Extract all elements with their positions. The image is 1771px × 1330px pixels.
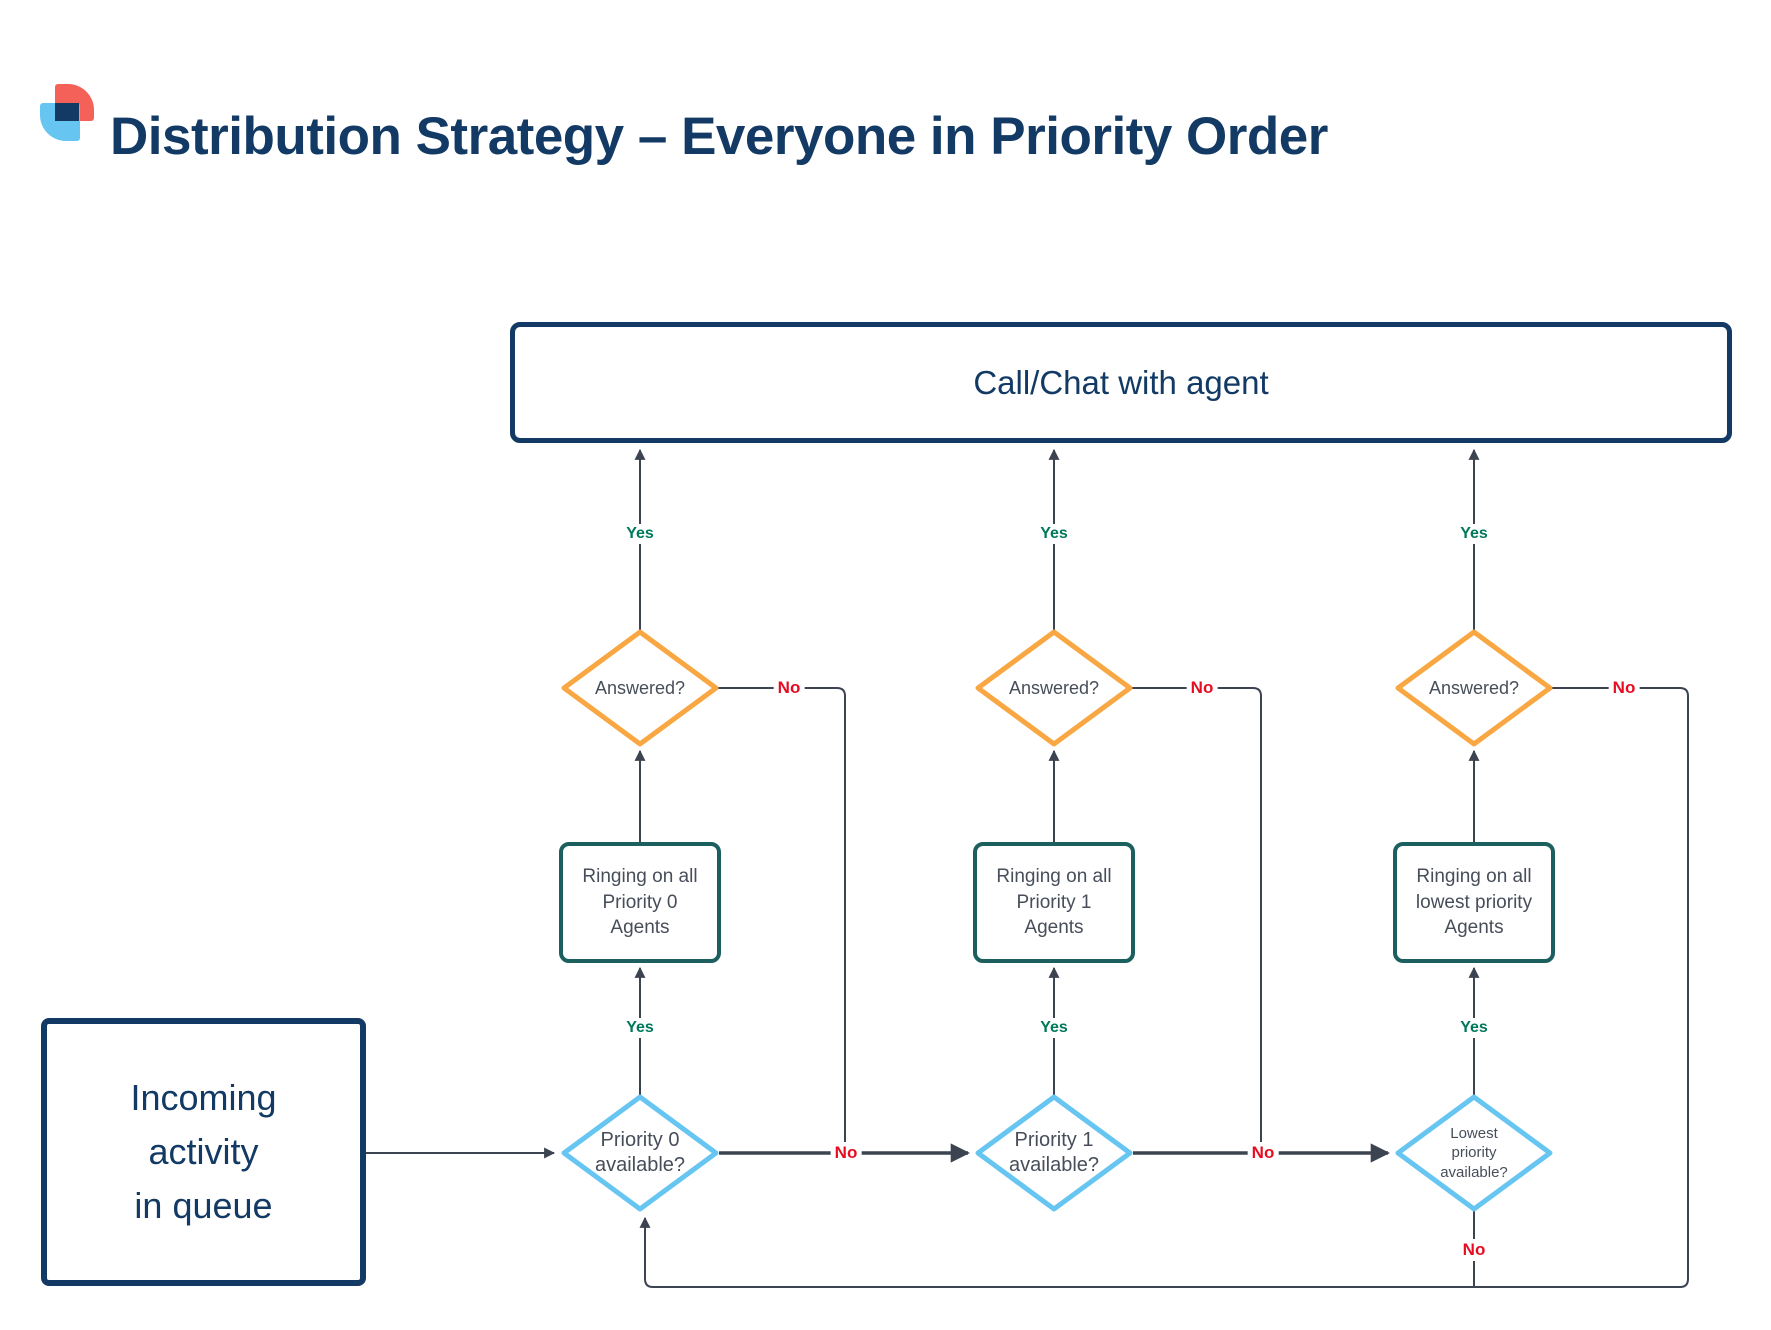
answered-label-1: Answered? (594, 677, 686, 698)
answered-label-3: Answered? (1428, 677, 1520, 698)
no-label-available-2: No (1247, 1142, 1279, 1164)
yes-label-answered-1: Yes (622, 524, 658, 544)
no-label-available-3: No (1458, 1239, 1490, 1261)
yes-label-available-3: Yes (1456, 1018, 1492, 1038)
priority-0-available-decision: Priority 0 available? (560, 1093, 720, 1213)
lowest-priority-available-decision: Lowest priority available? (1394, 1093, 1554, 1213)
no-label-answered-1: No (773, 677, 805, 699)
answered-label-2: Answered? (1008, 677, 1100, 698)
ringing-box-priority-0: Ringing on all Priority 0 Agents (559, 842, 721, 963)
yes-label-available-2: Yes (1036, 1018, 1072, 1038)
yes-label-answered-2: Yes (1036, 524, 1072, 544)
yes-label-answered-3: Yes (1456, 524, 1492, 544)
ringing-box-priority-1: Ringing on all Priority 1 Agents (973, 842, 1135, 963)
no-label-answered-3: No (1608, 677, 1640, 699)
no-label-available-1: No (830, 1142, 862, 1164)
no-label-answered-2: No (1186, 677, 1218, 699)
incoming-queue-box: Incoming activity in queue (41, 1018, 366, 1286)
priority-0-available-label: Priority 0 available? (594, 1129, 686, 1176)
answered-decision-1: Answered? (560, 628, 720, 748)
lowest-priority-available-label: Lowest priority available? (1440, 1124, 1508, 1181)
brand-logo (40, 84, 96, 142)
page-title: Distribution Strategy – Everyone in Prio… (110, 107, 1328, 166)
logo-core-square (55, 103, 79, 121)
yes-label-available-1: Yes (622, 1018, 658, 1038)
answered-decision-2: Answered? (974, 628, 1134, 748)
priority-1-available-decision: Priority 1 available? (974, 1093, 1134, 1213)
priority-1-available-label: Priority 1 available? (1008, 1129, 1100, 1176)
answered-decision-3: Answered? (1394, 628, 1554, 748)
ringing-box-lowest-priority: Ringing on all lowest priority Agents (1393, 842, 1555, 963)
agent-box: Call/Chat with agent (510, 322, 1732, 443)
